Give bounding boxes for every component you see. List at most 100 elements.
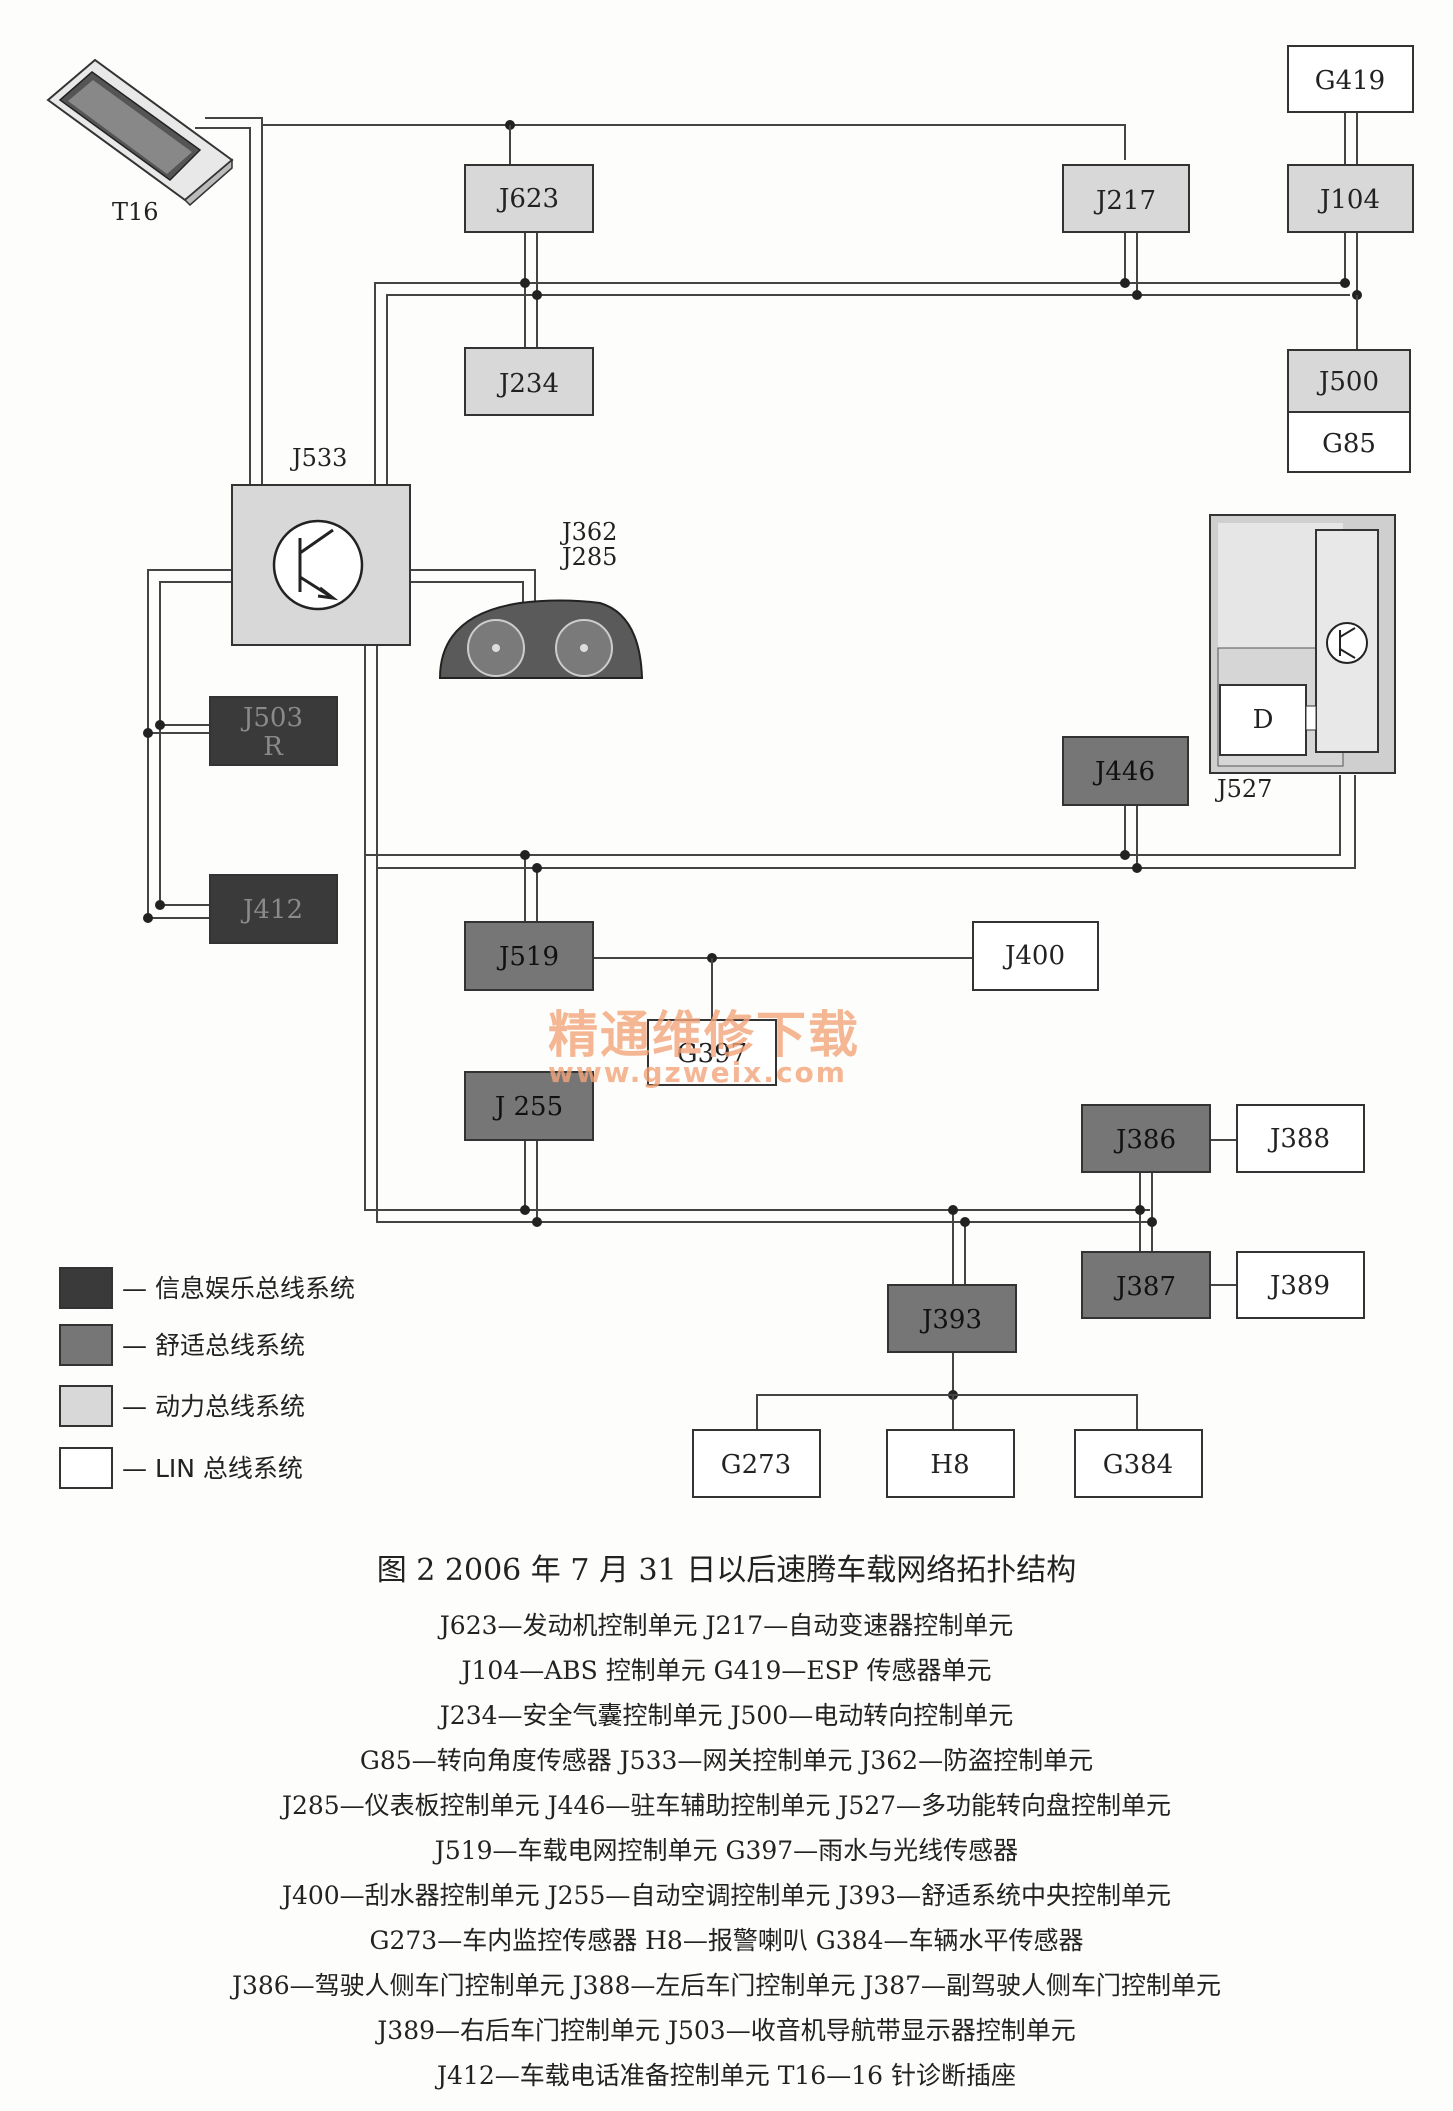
g273-module[interactable]: G273 [692, 1429, 821, 1498]
junction-j393-2 [960, 1217, 970, 1227]
legend: — 信息娱乐总线系统 — 舒适总线系统 — 动力总线系统 — LIN 总线系统 [59, 1267, 355, 1489]
caption-line-10: J389—右后车门控制单元 J503—收音机导航带显示器控制单元 [377, 2016, 1076, 2045]
junction-j217-bus-1 [1120, 278, 1130, 288]
junction-j255-1 [520, 1205, 530, 1215]
wire-j393-lin-bar [756, 1394, 1138, 1430]
network-topology-diagram: T16 J623 J234 J217 G419 J104 J500 G85 J5… [46, 45, 1414, 1498]
j412-module[interactable]: J412 [209, 874, 338, 944]
legend-swatch-powertrain [59, 1385, 113, 1427]
caption-line-6: J519—车载电网控制单元 G397—雨水与光线传感器 [434, 1836, 1019, 1865]
j388-module[interactable]: J388 [1236, 1104, 1365, 1173]
caption-line-11: J412—车载电话准备控制单元 T16—16 针诊断插座 [437, 2061, 1016, 2090]
transistor-symbol-icon [272, 519, 364, 611]
h8-module[interactable]: H8 [886, 1429, 1015, 1498]
junction-j503-2 [155, 720, 165, 730]
j412-label: J412 [240, 895, 303, 925]
legend-label-comfort: — 舒适总线系统 [122, 1331, 305, 1360]
wire-t16-j533-b [205, 117, 263, 485]
j623-label: J623 [496, 184, 559, 214]
junction-j446-2 [1132, 863, 1142, 873]
j104-module[interactable]: J104 [1287, 164, 1414, 233]
caption-line-5: J285—仪表板控制单元 J446—驻车辅助控制单元 J527—多功能转向盘控制… [281, 1791, 1172, 1820]
j500-module[interactable]: J500 [1287, 349, 1411, 413]
j217-label: J217 [1093, 186, 1156, 216]
wire-t16-j533-a [195, 127, 251, 485]
junction-j503-1 [143, 728, 153, 738]
junction-j519-1 [520, 850, 530, 860]
j234-module[interactable]: J234 [464, 347, 594, 416]
junction-j412-2 [155, 900, 165, 910]
h8-label: H8 [930, 1450, 969, 1480]
watermark-url: www.gzweix.com [548, 1056, 847, 1089]
instrument-cluster-icon[interactable] [438, 599, 644, 679]
g419-label: G419 [1315, 66, 1385, 96]
comfort-bus-upper-1 [365, 775, 1341, 856]
j527-module[interactable]: D [1209, 514, 1396, 774]
g419-module[interactable]: G419 [1287, 45, 1414, 113]
j362-label: J362 [559, 518, 617, 546]
junction-j386-2 [1147, 1217, 1157, 1227]
comfort-bus-upper-2 [377, 775, 1356, 869]
infotainment-bus-line-2 [159, 581, 232, 906]
junction-j446-1 [1120, 850, 1130, 860]
legend-swatch-lin [59, 1447, 113, 1489]
junction-j386-1 [1135, 1205, 1145, 1215]
j217-module[interactable]: J217 [1062, 164, 1190, 233]
junction-j623-bus-1 [520, 278, 530, 288]
j519-module[interactable]: J519 [464, 921, 594, 991]
figure-caption: 图 2 2006 年 7 月 31 日以后速腾车载网络拓扑结构 J623—发动机… [0, 1545, 1453, 2098]
powertrain-bus-line-2 [386, 294, 1350, 485]
g397-module[interactable]: G397 [647, 1019, 777, 1086]
j104-label: J104 [1317, 185, 1380, 215]
j446-label: J446 [1092, 757, 1155, 787]
legend-swatch-infotainment [59, 1267, 113, 1309]
legend-swatch-comfort [59, 1324, 113, 1366]
g273-label: G273 [721, 1450, 791, 1480]
infotainment-bus-line-1 [147, 569, 232, 919]
junction-j412-1 [143, 913, 153, 923]
g397-label: G397 [677, 1039, 747, 1069]
j400-module[interactable]: J400 [972, 921, 1099, 991]
junction-j519-2 [532, 863, 542, 873]
j387-module[interactable]: J387 [1081, 1251, 1211, 1319]
transistor-symbol-lines [298, 528, 339, 601]
j503-r-label: R [263, 732, 284, 762]
j393-module[interactable]: J393 [887, 1284, 1017, 1353]
j388-label: J388 [1267, 1124, 1330, 1154]
j527-label: J527 [1214, 775, 1272, 803]
comfort-bus-line-1 [364, 645, 1150, 1211]
j623-module[interactable]: J623 [464, 164, 594, 233]
j389-module[interactable]: J389 [1236, 1251, 1365, 1319]
j255-module[interactable]: J 255 [464, 1071, 594, 1141]
g384-label: G384 [1103, 1450, 1173, 1480]
j386-module[interactable]: J386 [1081, 1104, 1211, 1173]
j500-label: J500 [1316, 367, 1379, 397]
j527-transistor-icon [1326, 622, 1368, 664]
junction-j104-bus-1 [1340, 278, 1350, 288]
j527-d-label: D [1253, 705, 1274, 735]
junction-j623-bus-2 [532, 290, 542, 300]
j446-module[interactable]: J446 [1062, 736, 1189, 806]
g85-module[interactable]: G85 [1287, 411, 1411, 473]
caption-title: 图 2 2006 年 7 月 31 日以后速腾车载网络拓扑结构 [376, 1553, 1077, 1588]
caption-line-9: J386—驾驶人侧车门控制单元 J388—左后车门控制单元 J387—副驾驶人侧… [231, 1971, 1222, 2000]
t16-label: T16 [112, 198, 159, 226]
j519-label: J519 [496, 942, 559, 972]
caption-line-8: G273—车内监控传感器 H8—报警喇叭 G384—车辆水平传感器 [369, 1926, 1084, 1955]
watermark-cn: 精通维修下载 [548, 1006, 860, 1064]
j503-module[interactable]: J503 R [209, 696, 338, 766]
powertrain-bus-line-1 [374, 282, 1350, 485]
j285-label: J285 [559, 543, 617, 571]
legend-label-powertrain: — 动力总线系统 [122, 1392, 305, 1421]
wire-j533-top-j623 [262, 124, 1126, 160]
j533-gateway-module[interactable] [231, 484, 411, 646]
t16-connector-icon [46, 58, 234, 207]
g384-module[interactable]: G384 [1074, 1429, 1203, 1498]
wire-j533-cluster-a [410, 569, 536, 612]
j503-label: J503 [240, 703, 303, 733]
comfort-bus-line-2 [376, 645, 1150, 1223]
junction-j217-bus-2 [1132, 290, 1142, 300]
caption-line-2: J104—ABS 控制单元 G419—ESP 传感器单元 [461, 1656, 992, 1685]
caption-line-7: J400—刮水器控制单元 J255—自动空调控制单元 J393—舒适系统中央控制… [281, 1881, 1172, 1910]
g85-label: G85 [1322, 429, 1376, 459]
